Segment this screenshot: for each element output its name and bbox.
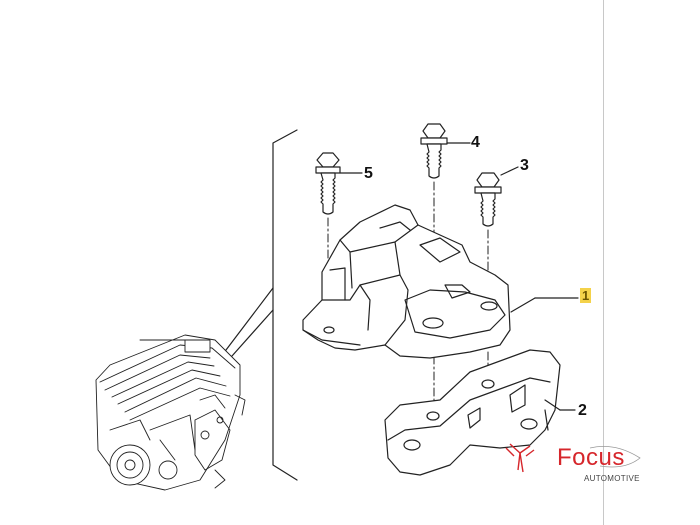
engine-icon — [95, 334, 246, 491]
focus-logo-icon — [505, 443, 641, 473]
bolt-4-icon — [420, 123, 471, 179]
callout-1: 1 — [580, 288, 592, 303]
focus-automotive-logo: Focus AUTOMOTIVE — [505, 440, 655, 490]
brand-name: Focus — [557, 444, 625, 471]
callout-3: 3 — [520, 157, 529, 174]
bolt-3-icon — [474, 166, 519, 227]
callout-5: 5 — [364, 165, 373, 182]
exploded-view-bracket — [225, 129, 298, 481]
callout-2: 2 — [578, 402, 587, 419]
brand-tagline: AUTOMOTIVE — [584, 474, 640, 483]
page-divider — [603, 0, 604, 525]
engine-mount-icon — [302, 204, 511, 359]
callout-4: 4 — [471, 134, 480, 151]
bracket-icon — [384, 349, 561, 476]
bolt-5-icon — [315, 152, 363, 215]
